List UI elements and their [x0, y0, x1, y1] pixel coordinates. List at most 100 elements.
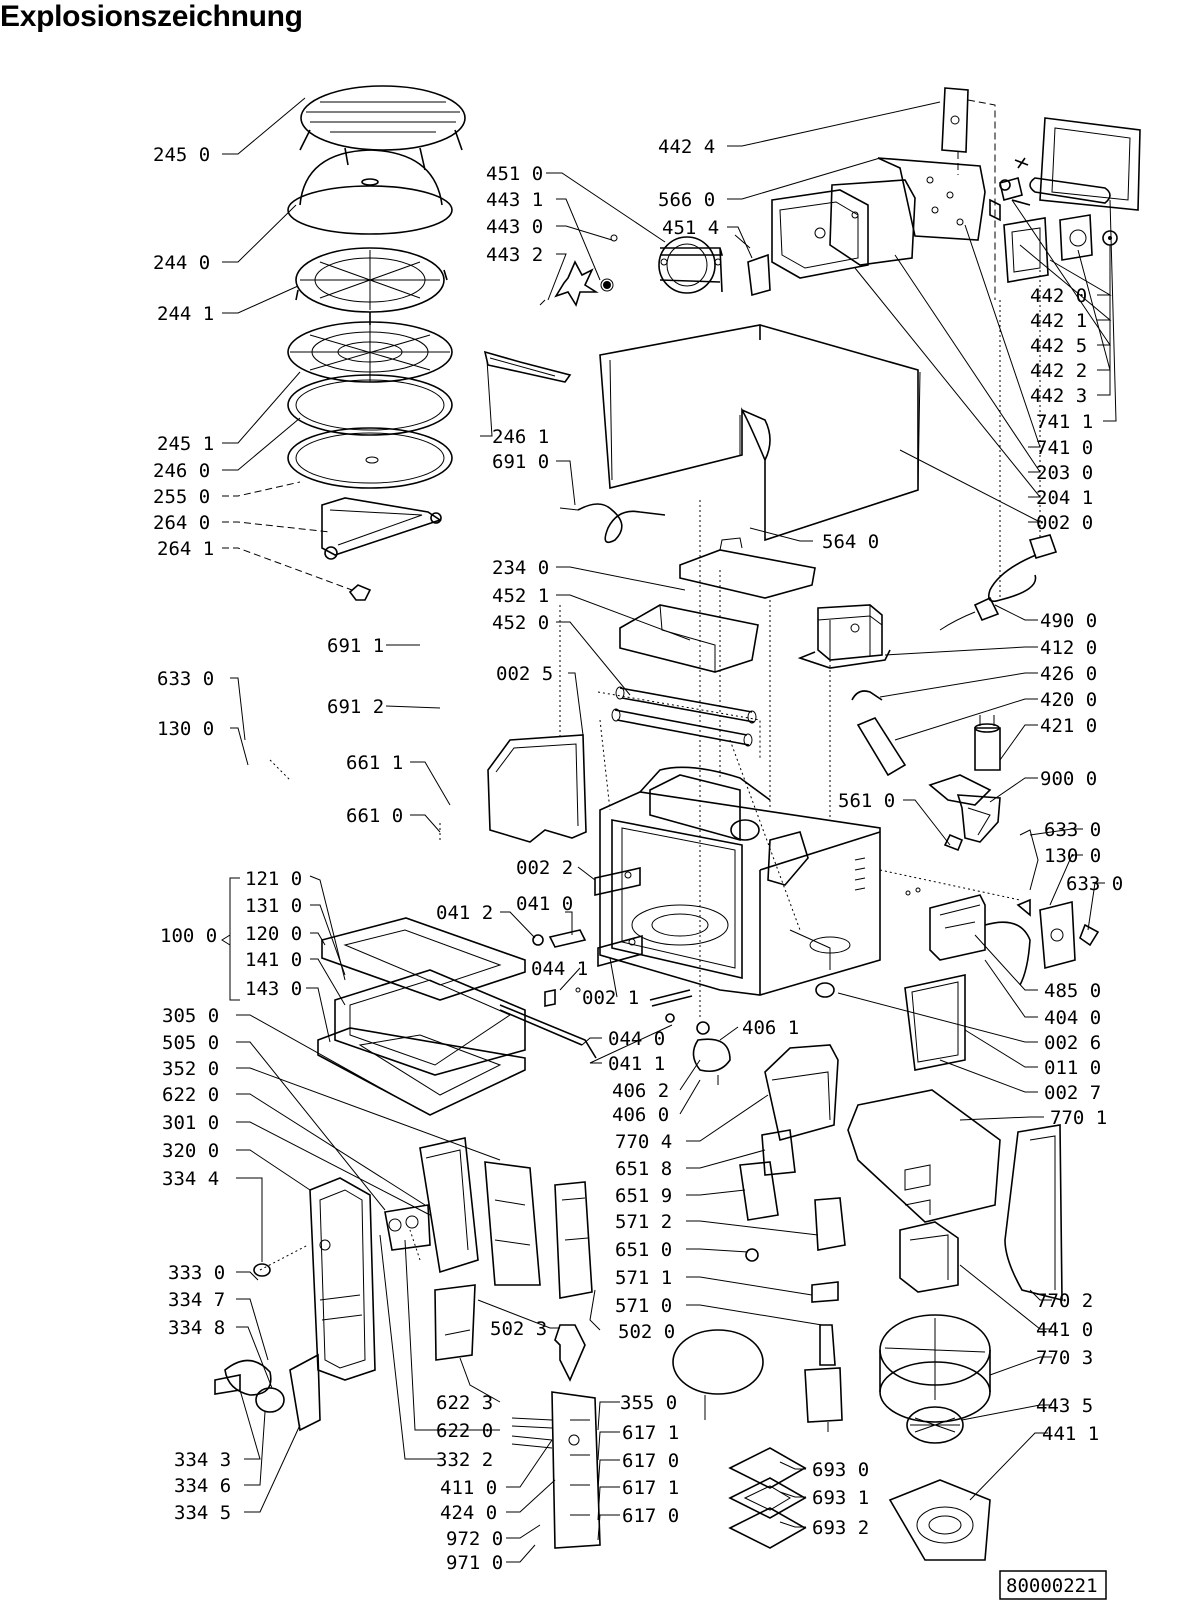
heating-elements-part	[597, 686, 761, 760]
part-label: 971 0	[446, 1552, 503, 1574]
part-label: 320 0	[162, 1140, 219, 1162]
part-label: 264 1	[157, 538, 214, 560]
part-label: 332 2	[436, 1449, 493, 1471]
part-label: 661 0	[346, 805, 403, 827]
part-label: 770 1	[1050, 1107, 1107, 1129]
part-label: 264 0	[153, 512, 210, 534]
part-label: 443 2	[486, 244, 543, 266]
part-label: 131 0	[245, 895, 302, 917]
part-label: 002 7	[1044, 1082, 1101, 1104]
control-panel-part	[214, 1177, 376, 1432]
part-label: 406 1	[742, 1017, 799, 1039]
part-label: 203 0	[1036, 462, 1093, 484]
part-label: 571 1	[615, 1267, 672, 1289]
part-label: 622 3	[436, 1392, 493, 1414]
fan-motor-part	[899, 1221, 959, 1293]
part-label: 044 0	[608, 1028, 665, 1050]
part-label: 002 2	[516, 857, 573, 879]
part-label: 693 2	[812, 1517, 869, 1539]
roller-support-part	[321, 497, 442, 601]
fan-blade-part	[539, 234, 618, 307]
fan-plate-part	[888, 1479, 991, 1561]
waveguide-part	[619, 537, 816, 673]
fan-motor-bracket-part	[658, 236, 724, 294]
thermal-fuse-bracket-part	[928, 774, 1001, 843]
rear-cover-assembly-part	[771, 157, 986, 279]
part-label: 334 6	[174, 1475, 231, 1497]
part-label: 442 0	[1030, 285, 1087, 307]
part-label: 244 0	[153, 252, 210, 274]
part-label: 234 0	[492, 557, 549, 579]
capacitor-part	[856, 715, 1001, 777]
part-label: 442 4	[658, 136, 715, 158]
part-label: 044 1	[531, 958, 588, 980]
part-label: 502 3	[490, 1318, 547, 1340]
fan-wheel-part	[879, 1314, 991, 1444]
part-label: 333 0	[168, 1262, 225, 1284]
part-label: 041 1	[608, 1053, 665, 1075]
part-label: 352 0	[162, 1058, 219, 1080]
part-label: 421 0	[1040, 715, 1097, 737]
part-label: 442 5	[1030, 335, 1087, 357]
part-label: 617 1	[622, 1477, 679, 1499]
part-label: 622 0	[436, 1420, 493, 1442]
part-label: 334 8	[168, 1317, 225, 1339]
mica-cover-part	[483, 350, 572, 383]
part-label: 561 0	[838, 790, 895, 812]
part-label: 141 0	[245, 949, 302, 971]
part-label: 617 0	[622, 1450, 679, 1472]
part-label: 741 0	[1036, 437, 1093, 459]
part-label: 406 0	[612, 1104, 669, 1126]
sensor-boards-part	[728, 1447, 807, 1549]
grill-rack-part	[299, 85, 466, 171]
grid-plate-part	[287, 321, 453, 383]
glass-tray-part	[287, 374, 453, 489]
part-label: 452 1	[492, 585, 549, 607]
part-label: 130 0	[1044, 845, 1101, 867]
part-label: 041 0	[516, 893, 573, 915]
part-label: 443 0	[486, 216, 543, 238]
part-label: 443 1	[486, 189, 543, 211]
part-label: 770 4	[615, 1131, 672, 1153]
part-label: 443 5	[1036, 1395, 1093, 1417]
latch-parts-part	[499, 929, 693, 1059]
part-label: 041 2	[436, 902, 493, 924]
part-label: 002 1	[582, 987, 639, 1009]
part-label: 693 1	[812, 1487, 869, 1509]
doc-id-text: 80000221	[1006, 1575, 1098, 1597]
part-label: 693 0	[812, 1459, 869, 1481]
part-label: 490 0	[1040, 610, 1097, 632]
part-label: 661 1	[346, 752, 403, 774]
cable-part	[559, 503, 666, 544]
part-label: 441 1	[1042, 1423, 1099, 1445]
part-label: 355 0	[620, 1392, 677, 1414]
parts-layer	[214, 85, 1141, 1561]
turntable-motor-part	[692, 982, 835, 1085]
part-label: 900 0	[1040, 768, 1097, 790]
part-label: 011 0	[1044, 1057, 1101, 1079]
part-label: 255 0	[153, 486, 210, 508]
door-frame-part	[317, 917, 526, 1116]
part-label: 651 8	[615, 1158, 672, 1180]
part-label: 442 1	[1030, 310, 1087, 332]
page-title: Explosionszeichnung	[0, 0, 303, 33]
part-label: 245 1	[157, 433, 214, 455]
part-label: 121 0	[245, 868, 302, 890]
power-cord-part	[939, 534, 1058, 631]
part-label: 002 5	[496, 663, 553, 685]
part-label: 566 0	[658, 189, 715, 211]
part-label: 245 0	[153, 144, 210, 166]
part-label: 617 1	[622, 1422, 679, 1444]
part-label: 442 3	[1030, 385, 1087, 407]
part-label: 426 0	[1040, 663, 1097, 685]
part-label: 130 0	[157, 718, 214, 740]
part-label: 002 0	[1036, 512, 1093, 534]
outer-case-part	[599, 324, 921, 542]
part-label: 502 0	[618, 1321, 675, 1343]
door-switch-bracket-part	[941, 87, 1118, 300]
door-interlock-part	[1016, 829, 1100, 970]
part-label: 424 0	[440, 1502, 497, 1524]
doc-id-box: 80000221	[999, 1570, 1107, 1600]
part-label: 452 0	[492, 612, 549, 634]
